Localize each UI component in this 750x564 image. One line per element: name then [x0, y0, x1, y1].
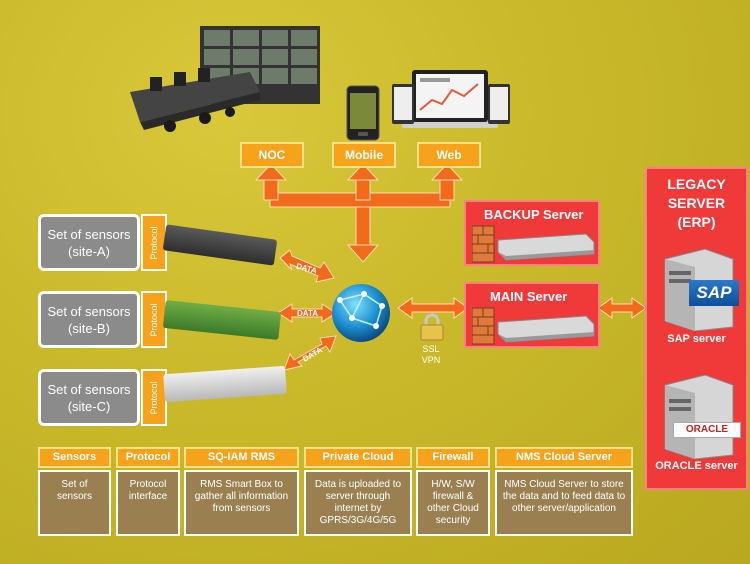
noc-control-room-image [130, 26, 320, 132]
sensor-set-site: (site-C) [67, 398, 111, 414]
legacy-server-title: LEGACY SERVER (ERP) [647, 175, 746, 232]
sensor-set-site: (site-A) [68, 243, 110, 259]
sensor-set-site-b: Set of sensors (site-B) [38, 291, 140, 348]
legend-head-protocol: Protocol [116, 447, 180, 468]
legacy-server-panel: LEGACY SERVER (ERP) SAP SAP server ORACL… [645, 167, 748, 490]
sensor-set-site: (site-B) [68, 320, 110, 336]
legacy-title-line1: LEGACY [667, 176, 726, 192]
main-server-title: MAIN Server [490, 289, 568, 304]
mobile-device-image [346, 85, 380, 141]
backup-server-title: BACKUP Server [484, 207, 584, 222]
legacy-title-line3: (ERP) [677, 214, 716, 230]
legend-body-sensors: Set of sensors [38, 470, 111, 536]
sensor-set-site-a: Set of sensors (site-A) [38, 214, 140, 271]
protocol-tab-label: Protocol [149, 302, 159, 337]
mobile-label: Mobile [332, 142, 396, 168]
web-devices-image [392, 70, 510, 128]
ssl-vpn-label: SSL VPN [416, 344, 446, 366]
ssl-text: SSL [422, 344, 440, 354]
legend-body-protocol: Protocol interface [116, 470, 180, 536]
sensor-set-title: Set of sensors [47, 381, 131, 397]
legend-body-rms: RMS Smart Box to gather all information … [184, 470, 299, 536]
protocol-tab-label: Protocol [149, 225, 159, 260]
legend-head-private-cloud: Private Cloud [304, 447, 412, 468]
legacy-title-line2: SERVER [667, 195, 726, 211]
protocol-tab-label: Protocol [149, 380, 159, 415]
noc-label: NOC [240, 142, 304, 168]
sensor-set-title: Set of sensors [47, 226, 131, 242]
legend-head-rms: SQ-IAM RMS [184, 447, 299, 468]
legend-body-firewall: H/W, S/W firewall & other Cloud security [416, 470, 490, 536]
backup-server-image [472, 225, 595, 263]
sap-server-label: SAP server [667, 333, 726, 345]
sap-logo: SAP [689, 280, 739, 306]
legend-body-nms: NMS Cloud Server to store the data and t… [495, 470, 633, 536]
web-label: Web [417, 142, 481, 168]
legend-head-firewall: Firewall [416, 447, 490, 468]
lock-icon [420, 313, 444, 341]
globe-icon [332, 284, 390, 342]
backup-server-panel: BACKUP Server [464, 200, 600, 266]
data-tag-site-b: DATA [297, 309, 319, 318]
protocol-tab-site-a: Protocol [141, 214, 167, 271]
sensor-set-title: Set of sensors [47, 303, 131, 319]
sensor-set-site-c: Set of sensors (site-C) [38, 369, 140, 426]
main-server-panel: MAIN Server [464, 282, 600, 348]
legend-body-private-cloud: Data is uploaded to server through inter… [304, 470, 412, 536]
legend-head-sensors: Sensors [38, 447, 111, 468]
oracle-logo: ORACLE [673, 422, 741, 438]
oracle-server-tower-image [664, 375, 734, 459]
main-server-image [472, 307, 595, 345]
legend-head-nms: NMS Cloud Server [495, 447, 633, 468]
oracle-server-label: ORACLE server [655, 460, 738, 472]
vpn-text: VPN [421, 355, 441, 365]
